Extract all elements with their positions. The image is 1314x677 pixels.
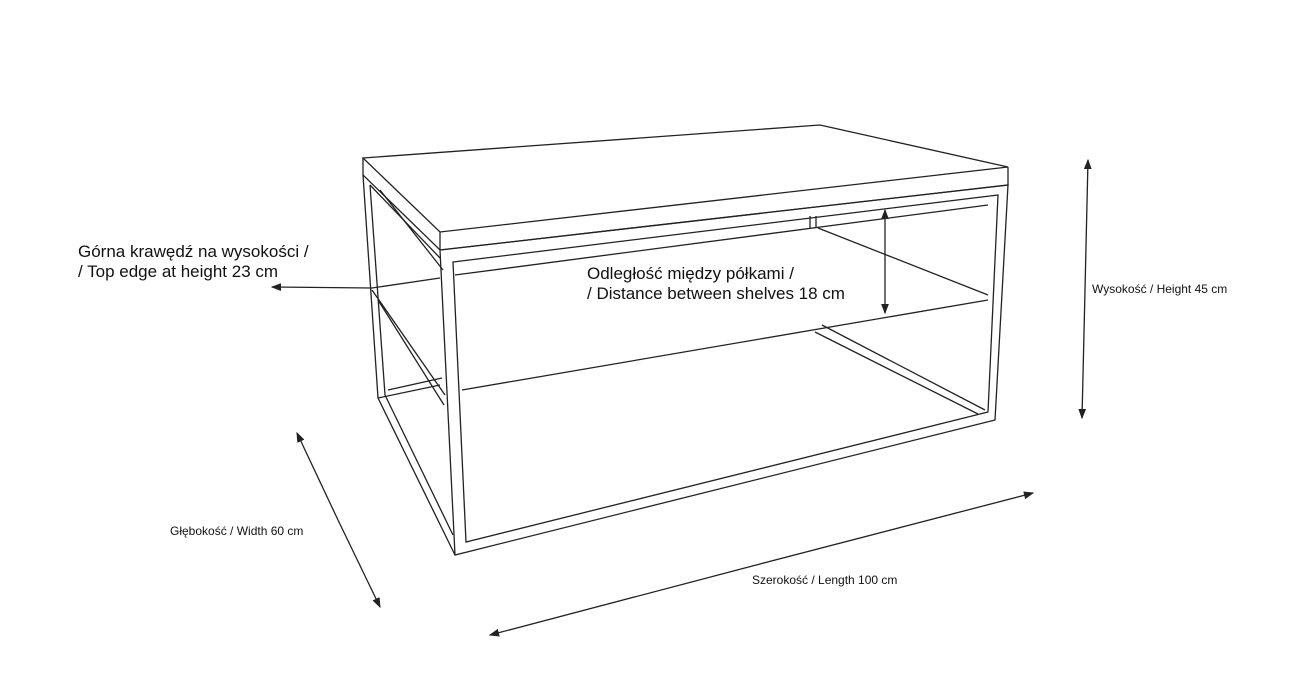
shelf-distance-label-line1: Odległość między półkami / [587,264,794,283]
top-edge-label: Górna krawędź na wysokości / / Top edge … [78,242,309,283]
length-arrow [759,491,1035,565]
shelf-distance-label: Odległość między półkami / / Distance be… [587,264,845,305]
length-label: Szerokość / Length 100 cm [752,573,898,587]
depth-arrow [296,431,339,521]
height-arrow [1083,158,1092,291]
shelf-distance-label-line2: / Distance between shelves 18 cm [587,284,845,304]
height-label: Wysokość / Height 45 cm [1092,282,1228,296]
dimension-arrows [270,158,1092,637]
front-frame [439,184,1009,556]
top-edge-leader [270,283,373,291]
top-edge-label-line2: / Top edge at height 23 cm [78,262,279,282]
table-top [361,124,1009,251]
left-side-frame [362,174,456,556]
top-edge-label-line1: Górna krawędź na wysokości / [78,242,309,261]
back-bottom-rail [814,324,986,415]
shelf [371,216,989,406]
depth-label: Głębokość / Width 60 cm [170,524,304,538]
